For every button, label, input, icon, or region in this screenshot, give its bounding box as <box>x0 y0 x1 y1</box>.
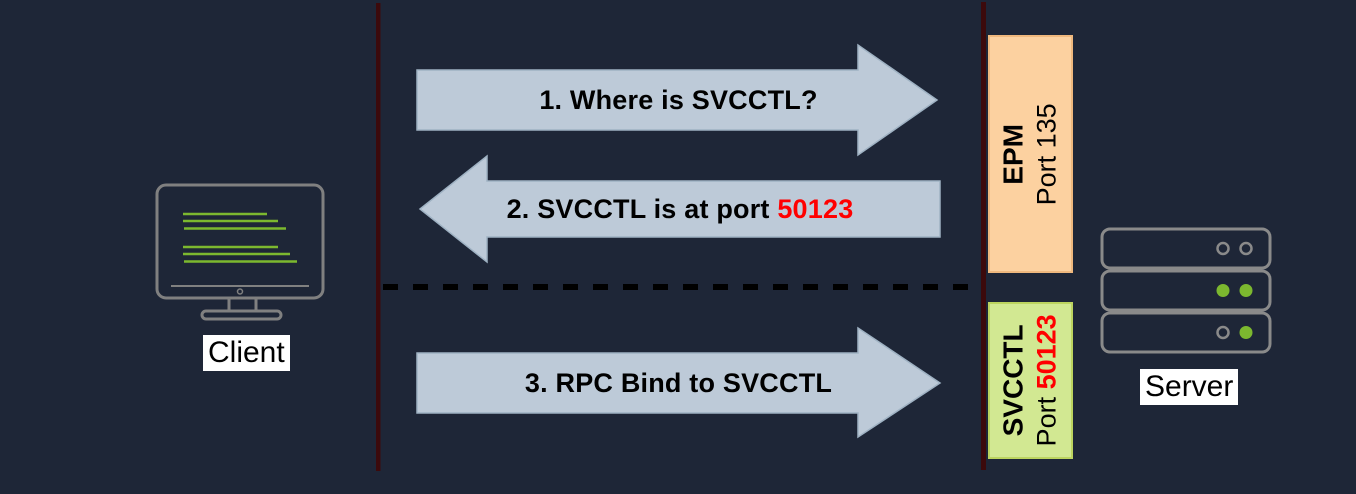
message-2-text: 2. SVCCTL is at port <box>506 193 770 224</box>
epm-name: EPM <box>998 123 1030 185</box>
svcctl-box-text: SVCCTL Port 50123 <box>996 314 1065 446</box>
client-label: Client <box>203 335 290 371</box>
message-3-label: 3. RPC Bind to SVCCTL <box>417 353 940 413</box>
message-2-label: 2. SVCCTL is at port 50123 <box>420 181 940 237</box>
message-arrow-3-right <box>416 326 942 439</box>
message-arrow-2-left <box>418 154 941 264</box>
server-led-green <box>1239 284 1253 297</box>
server-led-off <box>1216 325 1230 340</box>
message-3-text: 3. RPC Bind to SVCCTL <box>524 367 833 398</box>
server-led-green <box>1216 284 1230 297</box>
epm-box-text: EPM Port 135 <box>996 103 1065 205</box>
terminal-text-lines <box>183 212 297 263</box>
server-lifeline <box>981 2 986 470</box>
client-computer-icon <box>155 183 325 321</box>
message-1-label: 1. Where is SVCCTL? <box>417 70 940 130</box>
server-label: Server <box>1140 369 1239 405</box>
server-led-green <box>1239 326 1253 339</box>
server-led-off <box>1216 241 1230 256</box>
svcctl-name: SVCCTL <box>998 324 1030 437</box>
message-arrow-1-right <box>416 43 939 157</box>
endpoint-box-svcctl: SVCCTL Port 50123 <box>988 302 1073 459</box>
epm-port: Port 135 <box>1032 102 1063 206</box>
svcctl-port: Port 50123 <box>1031 314 1065 446</box>
server-rack-icon <box>1100 227 1272 354</box>
svcctl-port-prefix: Port <box>1032 389 1063 447</box>
message-1-text: 1. Where is SVCCTL? <box>539 84 818 115</box>
server-led-off <box>1239 241 1253 256</box>
client-lifeline <box>376 3 381 471</box>
message-2-port-highlight: 50123 <box>777 193 854 224</box>
endpoint-box-epm: EPM Port 135 <box>988 35 1073 273</box>
svcctl-port-highlight: 50123 <box>1032 314 1063 390</box>
